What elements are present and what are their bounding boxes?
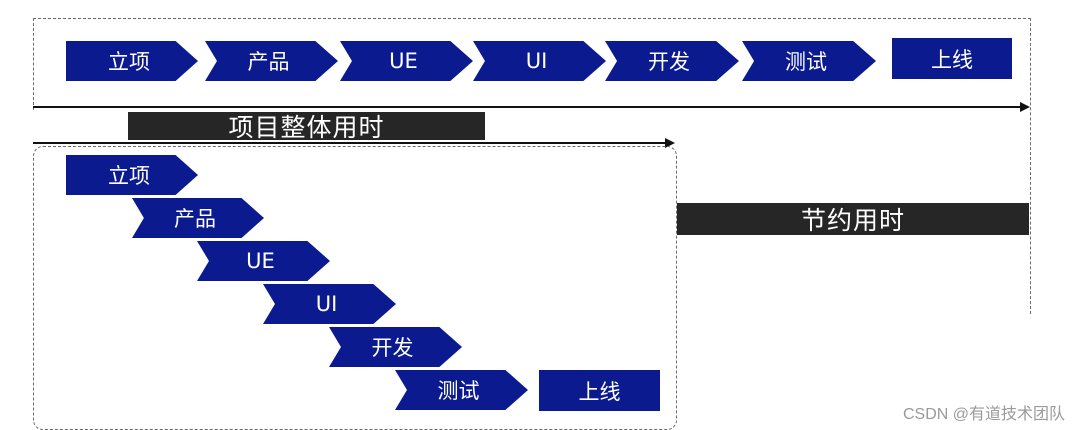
top-step-lixiang: 立项 [66,41,198,81]
total-time-arrow [33,106,1021,108]
top-step-ceshi: 测试 [742,41,876,81]
cascade-step-ceshi: 测试 [395,370,528,410]
parallel-time-arrowhead [665,138,675,148]
top-step-ue: UE [340,41,473,81]
parallel-time-arrow [33,142,666,144]
cascade-step-ui: UI [263,284,396,324]
cascade-step-kaifa: 开发 [329,327,462,367]
top-process-frame [33,18,1031,110]
saved-time-bar: 节约用时 [677,203,1029,235]
top-step-chanpin: 产品 [205,41,338,81]
total-time-bar: 项目整体用时 [128,112,485,142]
top-step-ui: UI [473,41,606,81]
cascade-step-chanpin: 产品 [132,198,264,238]
total-time-arrowhead [1020,102,1030,112]
watermark: CSDN @有道技术团队 [902,406,1065,423]
top-step-kaifa: 开发 [605,41,739,81]
top-step-shangxian: 上线 [892,38,1012,79]
cascade-step-shangxian: 上线 [539,370,660,411]
right-dashed-guide [1030,18,1031,314]
cascade-step-lixiang: 立项 [66,155,198,195]
cascade-step-ue: UE [197,241,330,281]
